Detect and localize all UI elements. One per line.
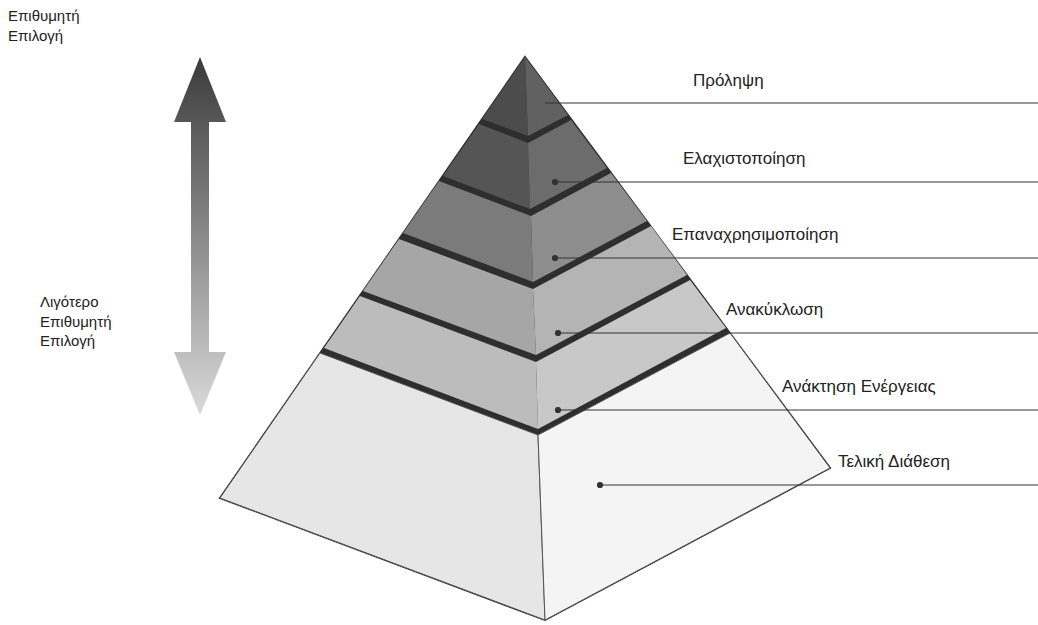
- leader-line: [558, 332, 1038, 333]
- level-label: Τελική Διάθεση: [838, 451, 950, 473]
- axis-label: Επιθυμητή Επιλογή: [8, 6, 100, 45]
- leader-dot: [553, 256, 558, 261]
- pyramid-silhouette: [220, 57, 830, 620]
- leader-line: [545, 102, 1038, 103]
- level-label: Πρόληψη: [693, 70, 764, 92]
- band-right: [538, 333, 830, 620]
- preference-arrow: [174, 57, 226, 415]
- leader-dot: [598, 483, 603, 488]
- level-label: Επαναχρησιμοποίηση: [672, 224, 838, 246]
- level-label: Ανάκτηση Ενέργειας: [782, 376, 936, 398]
- band-left: [220, 353, 545, 620]
- level-label: Ανακύκλωση: [726, 299, 823, 321]
- band-right: [525, 57, 568, 136]
- leader-dot: [556, 408, 561, 413]
- band-left: [482, 57, 528, 136]
- leader-dot: [553, 180, 558, 185]
- leader-line: [600, 484, 1038, 485]
- level-label: Ελαχιστοποίηση: [683, 148, 805, 170]
- leader-dot: [556, 331, 561, 336]
- leader-lines: [545, 103, 1038, 488]
- leader-line: [558, 409, 1038, 410]
- leader-line: [555, 257, 1038, 258]
- axis-label: Λιγότερο Επιθυμητή Επιλογή: [40, 292, 132, 351]
- leader-line: [555, 181, 1038, 182]
